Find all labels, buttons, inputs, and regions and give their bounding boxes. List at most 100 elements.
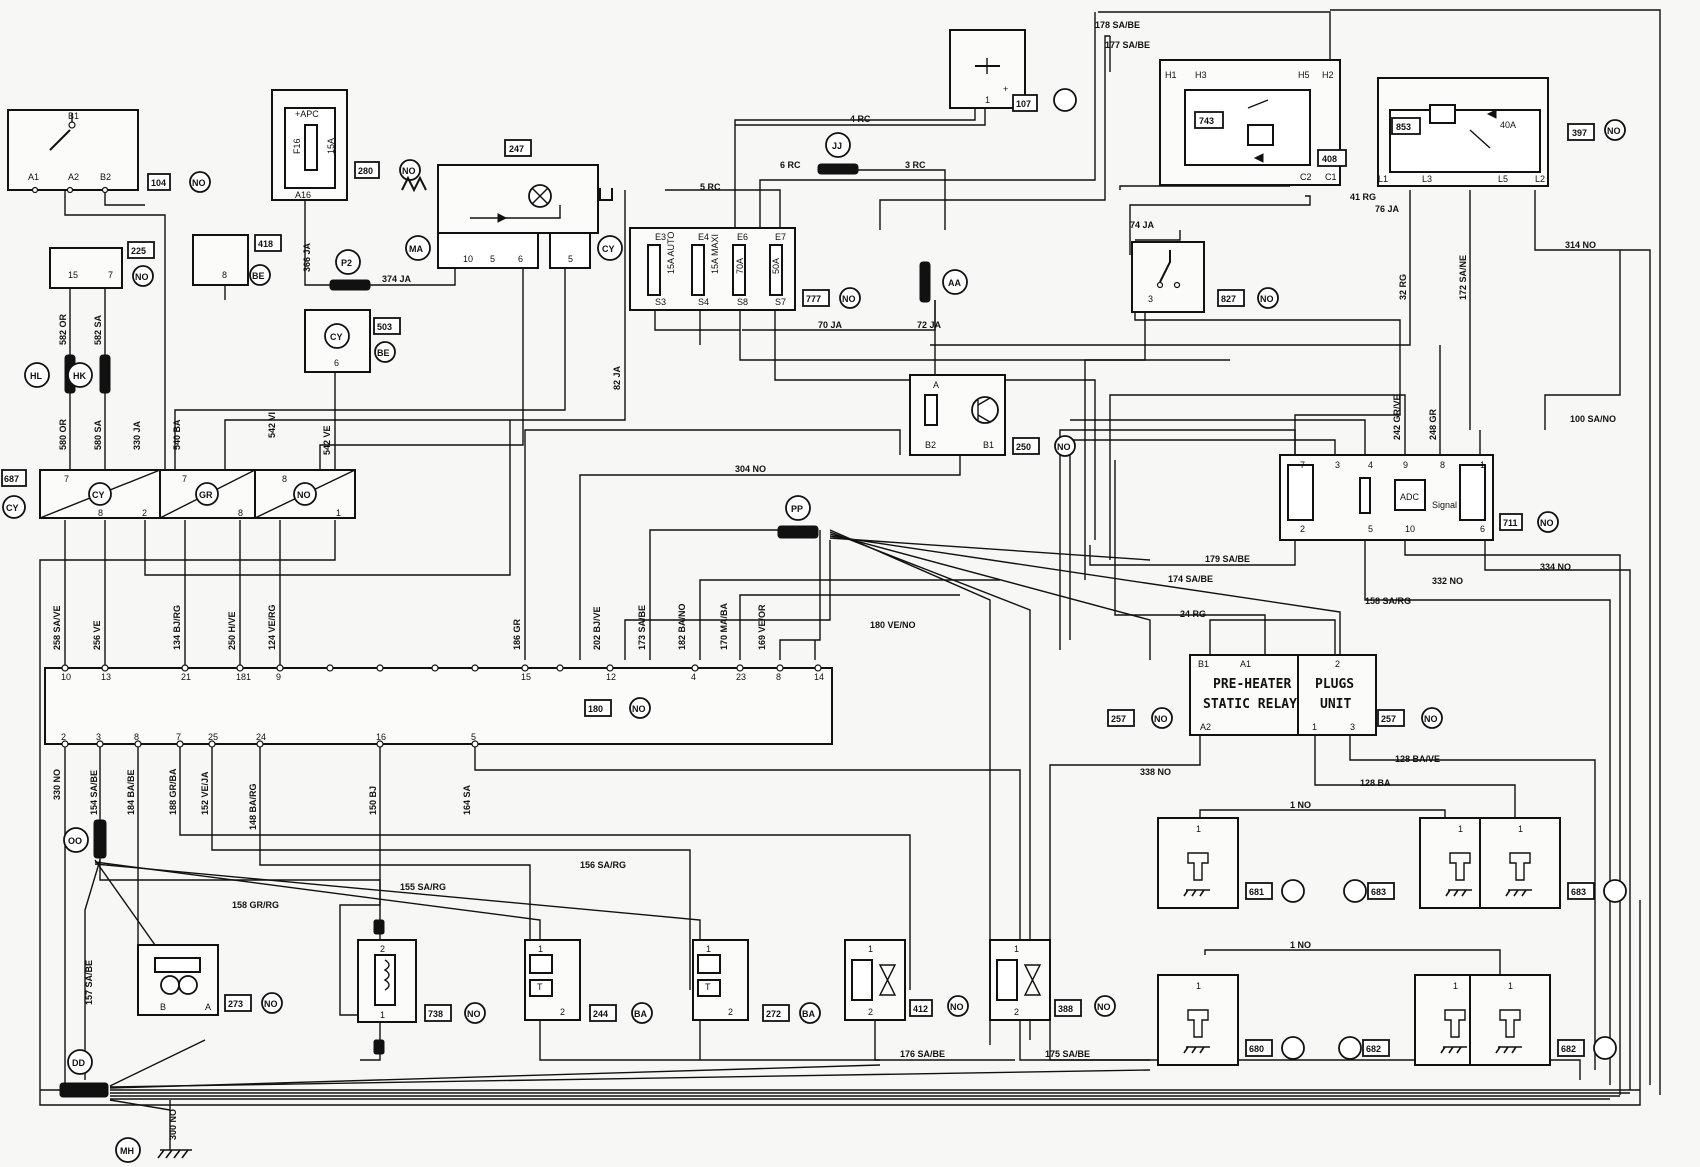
ref-box-827: [1217, 289, 1245, 307]
splice-pp-label: PP: [791, 504, 803, 514]
component-853-relay: 40A 853 L1 L3 L5 L2: [1377, 77, 1549, 187]
tag-180: NO: [632, 704, 646, 714]
wire-155: 155 SA/RG: [400, 882, 446, 892]
pin-244-1: 1: [538, 944, 543, 954]
wire-72: 72 JA: [917, 320, 942, 330]
wire-186: 186 GR: [512, 618, 522, 650]
splice-jj-label: JJ: [832, 141, 842, 151]
glow-plug-circle: [1603, 879, 1627, 903]
pin-s3: S3: [655, 297, 666, 307]
wire-176: 176 SA/BE: [900, 1049, 945, 1059]
glow-plug-ref-box: [1557, 1039, 1585, 1057]
pin-dot: [431, 664, 439, 672]
pin-e7: E7: [775, 232, 786, 242]
connector-block: CY GR NO 7 8 2 7 8 8 1: [39, 469, 356, 519]
fuse-50a: 50A: [771, 258, 781, 274]
pin-107-plus: +: [1003, 84, 1008, 94]
component-247: 10 5 6 5: [437, 164, 599, 269]
glow-plug-ref-683: 683: [1371, 887, 1386, 897]
ecu-bottom-pin-3: 3: [96, 732, 101, 742]
ref-257a: 257: [1111, 714, 1126, 724]
splice-jj-block: [817, 163, 859, 175]
tag-circle-418: [249, 264, 271, 286]
plugs-line2: UNIT: [1320, 697, 1351, 712]
ecu-bottom-pin-25: 25: [208, 732, 218, 742]
tag-circle-272: [799, 1002, 821, 1024]
pin-dot: [691, 664, 699, 672]
pin-257-a2: A2: [1200, 722, 1211, 732]
ref-box-408: [1317, 149, 1347, 167]
ref-box-273: [224, 994, 252, 1012]
wire-178: 178 SA/BE: [1095, 20, 1140, 30]
glow-plug-icon: [1509, 852, 1531, 881]
ground-icon: [1183, 1046, 1210, 1054]
pin-s8: S8: [737, 297, 748, 307]
component-180-ecu: [44, 667, 833, 745]
splice-oo: [63, 827, 89, 853]
component-257-plugs-unit: 2 1 3 PLUGS UNIT: [1297, 654, 1377, 736]
pin-272-2: 2: [728, 1007, 733, 1017]
pin-273-a: A: [205, 1002, 211, 1012]
wire-334: 334 NO: [1540, 562, 1571, 572]
tag-circle-503: [374, 341, 396, 363]
ref-244: 244: [593, 1009, 608, 1019]
ref-225: 225: [131, 246, 146, 256]
tag-225: NO: [135, 272, 149, 282]
ref-box-104: [147, 173, 171, 191]
wire-154: 154 SA/BE: [89, 770, 99, 815]
pin-711-3: 3: [1335, 460, 1340, 470]
wire-173: 173 SA/BE: [637, 605, 647, 650]
glow-plug-pin: 1: [1518, 824, 1523, 834]
wire-169: 169 VE/OR: [757, 604, 767, 650]
splice-p2: [335, 249, 361, 275]
pin-250-b1: B1: [983, 440, 994, 450]
pin-apc: +APC: [295, 109, 319, 119]
splice-p2-block: [329, 279, 371, 291]
pin-dot: [471, 664, 479, 672]
preheater-line1: PRE-HEATER: [1213, 677, 1291, 692]
ref-743: 743: [1199, 116, 1214, 126]
tag-circle-777: [839, 287, 861, 309]
tag-273: NO: [264, 999, 278, 1009]
pin-dot: [376, 740, 384, 748]
pin-107-1: 1: [985, 95, 990, 105]
splice-aa: [942, 269, 968, 295]
wire-128: 128 BA: [1360, 778, 1391, 788]
wire-134: 134 BJ/RG: [172, 605, 182, 650]
ecu-top-pin-21: 21: [181, 672, 191, 682]
ref-388: 388: [1058, 1004, 1073, 1014]
component-250: A B2 B1: [909, 374, 1006, 456]
ecu-bottom-pin-16: 16: [376, 732, 386, 742]
splice-aa-block: [919, 261, 931, 303]
wire-76: 76 JA: [1375, 204, 1400, 214]
pin-plugs-1: 1: [1312, 722, 1317, 732]
ref-180: 180: [588, 704, 603, 714]
pin-l2: L2: [1535, 174, 1545, 184]
splice-aa-label: AA: [948, 278, 961, 288]
pin-dot: [134, 740, 142, 748]
tag-circle-687: [2, 495, 26, 519]
rating-40a: 40A: [1500, 120, 1516, 130]
ecu-top-pin-10: 10: [61, 672, 71, 682]
ground-icon: [1495, 1046, 1522, 1054]
pin-b2: B2: [100, 172, 111, 182]
ecu-bottom-pin-5: 5: [471, 732, 476, 742]
ref-408: 408: [1322, 154, 1337, 164]
splice-jj: [825, 132, 851, 158]
ground-mh: [157, 1149, 192, 1159]
ref-280: 280: [358, 166, 373, 176]
splice-pp-block: [777, 525, 819, 539]
tag-circle-107: [1053, 88, 1077, 112]
fuse-70a: 70A: [735, 258, 745, 274]
ref-104: 104: [151, 178, 166, 188]
component-273: B A: [137, 944, 219, 1016]
pin-711-10: 10: [1405, 524, 1415, 534]
pin-412-1: 1: [868, 944, 873, 954]
glow-plug-ref-682: 682: [1561, 1044, 1576, 1054]
splice-cy-top-label: CY: [602, 244, 615, 254]
wire-314: 314 NO: [1565, 240, 1596, 250]
splice-hk: [67, 362, 93, 388]
pin-711-4: 4: [1368, 460, 1373, 470]
pin-s7: S7: [775, 297, 786, 307]
pin-15: 15: [68, 270, 78, 280]
